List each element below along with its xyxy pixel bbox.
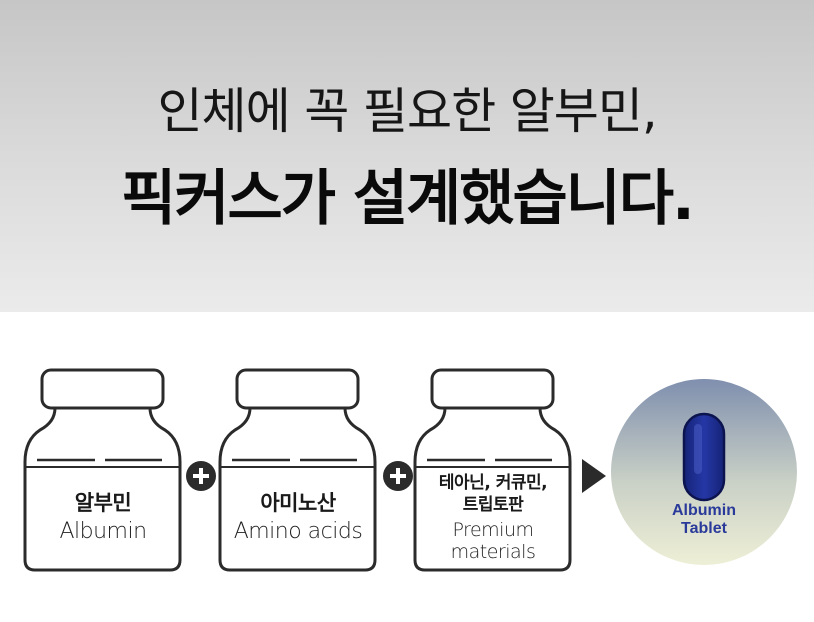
jar-lid (235, 368, 360, 410)
arrow-right-icon (582, 459, 606, 493)
jar-body (413, 406, 572, 572)
plus-icon (383, 461, 413, 491)
jar-albumin (23, 368, 182, 572)
formula-diagram: 알부민 Albumin 아미노산 Amino acids 테아닌, 커큐민, 트… (0, 312, 814, 622)
jar-premium-label: 테아닌, 커큐민, 트립토판 Premium materials (418, 472, 568, 563)
ingredient-korean: 아미노산 (260, 491, 336, 515)
jar-body (218, 406, 377, 572)
headline-line-2: 픽커스가 설계했습니다. (121, 164, 695, 234)
capsule-highlight (694, 424, 702, 474)
jar-albumin-label: 알부민 Albumin (28, 487, 178, 544)
jar-body (23, 406, 182, 572)
hero-banner: 인체에 꼭 필요한 알부민, 픽커스가 설계했습니다. (0, 0, 814, 312)
plus-icon (186, 461, 216, 491)
diagram-graphics (23, 368, 797, 572)
ingredient-korean: 알부민 (74, 491, 132, 515)
ingredient-korean-line-2: 트립토판 (462, 495, 524, 515)
jar-lid (40, 368, 165, 410)
capsule-icon (682, 412, 726, 502)
jar-lid (430, 368, 555, 410)
ingredient-english-line-2: materials (450, 541, 536, 563)
ingredient-korean-line-1: 테아닌, 커큐민, (438, 473, 548, 493)
jar-amino-acids (218, 368, 377, 572)
jar-premium-materials (413, 368, 572, 572)
result-label-line-2: Tablet (681, 520, 727, 537)
ingredient-english: Amino acids (233, 519, 363, 544)
jar-amino-label: 아미노산 Amino acids (223, 487, 373, 544)
ingredient-english: Albumin (59, 519, 147, 544)
headline-line-1: 인체에 꼭 필요한 알부민, (157, 83, 657, 140)
result-label: Albumin Tablet (612, 502, 796, 538)
result-label-line-1: Albumin (672, 502, 736, 519)
ingredient-english-line-1: Premium (452, 519, 534, 541)
